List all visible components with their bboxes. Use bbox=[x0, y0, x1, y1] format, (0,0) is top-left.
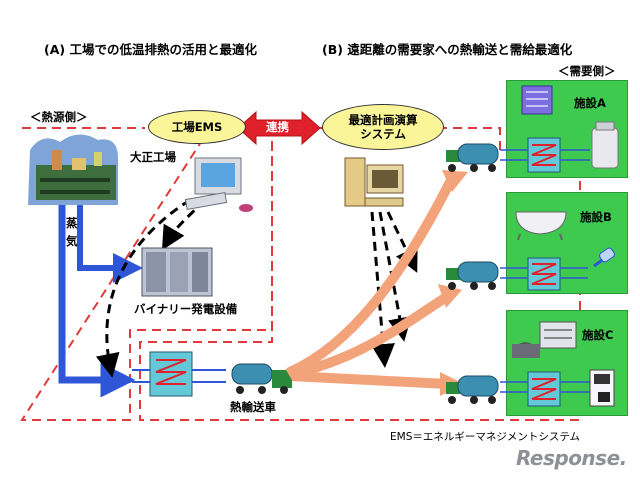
building-c-icon bbox=[512, 321, 577, 358]
ems-footnote: EMS＝エネルギーマネジメントシステム bbox=[390, 431, 581, 443]
heat-exchanger-c bbox=[500, 371, 590, 407]
heat-exchanger-b bbox=[500, 257, 588, 291]
steam-arrows bbox=[58, 200, 143, 398]
bathtub-icon bbox=[515, 211, 567, 241]
facility-a-label: 施設A bbox=[574, 96, 606, 110]
binary-generator-label: バイナリー発電設備 bbox=[134, 302, 238, 316]
heat-exchanger-source bbox=[132, 351, 226, 397]
label-heat-source-side: ＜熱源側＞ bbox=[30, 110, 88, 124]
demand-truck-b bbox=[446, 261, 499, 290]
facility-c-label: 施設C bbox=[582, 328, 614, 342]
transport-arrows bbox=[285, 177, 455, 389]
facility-b-label: 施設B bbox=[580, 210, 612, 224]
source-truck bbox=[231, 363, 292, 394]
shower-icon bbox=[593, 247, 615, 268]
heat-exchanger-a bbox=[500, 137, 590, 173]
label-demand-side: ＜需要側＞ bbox=[558, 64, 616, 78]
coordination-label: 連携 bbox=[266, 120, 289, 134]
factory-ems-oval: 工場EMS bbox=[148, 110, 246, 144]
factory-ems-computer bbox=[184, 157, 253, 212]
factory-ems-label: 工場EMS bbox=[171, 119, 223, 134]
taisho-factory-label: 大正工場 bbox=[130, 150, 176, 164]
optimization-system-oval: 最適計画演算 システム bbox=[322, 104, 444, 150]
demand-truck-a bbox=[446, 143, 499, 172]
coordination-arrow bbox=[237, 110, 321, 146]
demand-truck-c bbox=[446, 375, 499, 404]
binary-generator-illustration bbox=[141, 247, 213, 297]
heading-section-b: (B) 遠距離の需要家への熱輸送と需給最適化 bbox=[322, 42, 573, 57]
optimization-system-label: 最適計画演算 システム bbox=[348, 112, 418, 141]
building-a-icon bbox=[521, 85, 553, 115]
appliance-c-icon bbox=[589, 369, 615, 407]
tank-a-icon bbox=[591, 121, 619, 169]
response-watermark: Response. bbox=[516, 446, 627, 470]
facility-b-panel bbox=[506, 192, 628, 294]
factory-illustration bbox=[28, 134, 118, 205]
optimization-computer bbox=[344, 157, 404, 207]
heat-transport-vehicle-label: 熱輸送車 bbox=[230, 400, 276, 414]
steam-label: 蒸 気 bbox=[66, 216, 78, 249]
heading-section-a: (A) 工場での低温排熱の活用と最適化 bbox=[44, 42, 257, 57]
